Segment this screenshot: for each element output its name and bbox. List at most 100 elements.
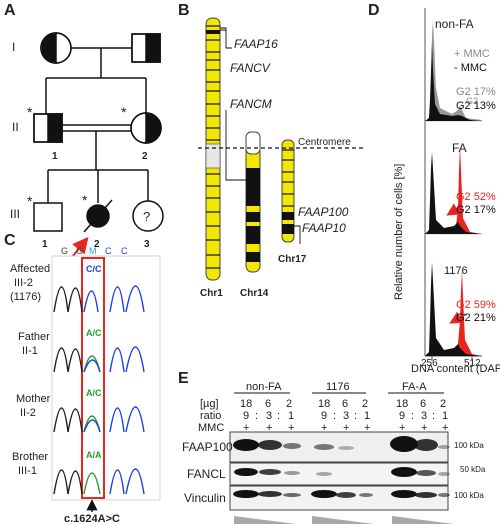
legend-minus-mmc: - MMC [454, 62, 487, 74]
ug-faa-2: 6 [420, 398, 426, 410]
individual-number-iii3: 3 [144, 239, 150, 250]
mmc-faa-2: + [421, 422, 427, 434]
panel-letter-d: D [368, 2, 380, 19]
seq-base-m: M [89, 246, 97, 256]
ratio-faa-3: 1 [442, 410, 448, 422]
call-father: A/C [86, 328, 102, 338]
mmc-1176-1: + [321, 422, 327, 434]
generation-label-iii: III [10, 207, 20, 221]
ug-nonfa-2: 6 [265, 398, 271, 410]
row-label-father-line1: Father [18, 331, 50, 343]
ratio-1176-2: 3 [343, 410, 349, 422]
gene-faap10: FAAP10 [302, 221, 346, 235]
plot-title-nonfa: non-FA [435, 17, 474, 31]
western-blot [229, 392, 454, 524]
fa-minus-mmc-hist [425, 152, 482, 234]
ug-1176-1: 18 [318, 398, 330, 410]
g1176-minus-mmc-hist [425, 262, 482, 356]
panel-letter-c: C [4, 232, 16, 249]
plot-title-1176: 1176 [444, 265, 468, 277]
ratio-nonfa-1: 9 [243, 410, 249, 422]
chromosome-labels: FAAP16 FANCV FANCM FAAP100 FAAP10 Centro… [200, 37, 351, 299]
pedigree-female-iii3 [132, 200, 164, 232]
trace-row-1 [53, 285, 145, 313]
pedigree-male-ii1 [33, 113, 63, 143]
row-label-mother-line2: II-2 [20, 407, 36, 419]
marker-vinculin: 100 kDa [454, 491, 484, 500]
chr14-label: Chr14 [240, 288, 269, 299]
gene-fancv: FANCV [230, 61, 271, 75]
row-label-ratio: ratio [200, 410, 221, 422]
load-wedge-1176 [312, 516, 374, 524]
legend-plus-mmc: + MMC [454, 48, 490, 60]
fa-g2-minus: G2 17% [456, 204, 496, 216]
panel-letter-a: A [4, 2, 16, 19]
load-wedge-nonfa [234, 516, 296, 524]
ratio-sep-faa-2: : [432, 410, 435, 422]
chr1-label: Chr1 [200, 288, 223, 299]
g2-peak-tag: G2 [466, 96, 478, 106]
star-ii2: * [121, 104, 127, 120]
row-label-affected-line1: Affected [10, 263, 50, 275]
ratio-sep-1176-2: : [354, 410, 357, 422]
generation-label-i: I [12, 40, 15, 54]
star-iii2: * [82, 192, 88, 208]
pedigree: I II III [10, 32, 164, 263]
g1176-g2-arrow [449, 311, 467, 324]
x-tick-256: 256 [421, 358, 438, 369]
ratio-nonfa-3: 1 [288, 410, 294, 422]
nonfa-g2-minus: G2 13% [456, 100, 496, 112]
call-brother: A/A [86, 450, 102, 460]
group-label-1176: 1176 [326, 381, 350, 393]
marker-faap100: 100 kDa [454, 441, 484, 450]
mutation-box [81, 257, 105, 499]
gene-faap16: FAAP16 [234, 37, 278, 51]
star-ii1: * [27, 104, 33, 120]
mmc-faa-3: + [442, 422, 448, 434]
ratio-1176-1: 9 [321, 410, 327, 422]
ratio-faa-2: 3 [421, 410, 427, 422]
x-axis-label: DNA content (DAPI) [411, 363, 500, 375]
call-mother: A/C [86, 388, 102, 398]
sanger-chromatograms [51, 255, 161, 512]
blot-fancl [229, 462, 449, 486]
ug-nonfa-1: 18 [240, 398, 252, 410]
row-label-affected-line3: (1176) [10, 291, 41, 303]
seq-base-c2: C [121, 246, 128, 256]
generation-label-ii: II [12, 120, 19, 134]
seq-base-c1: C [105, 246, 112, 256]
ug-1176-2: 6 [342, 398, 348, 410]
row-label-father-line2: II-1 [22, 345, 38, 357]
pedigree-female-i1 [40, 32, 72, 64]
y-axis-label: Relative number of cells [%] [393, 164, 405, 300]
pedigree-male-i2 [131, 33, 161, 63]
nonfa-g2-plus: G2 17% [456, 86, 496, 98]
mutation-label: c.1624A>C [64, 513, 120, 525]
panel-letter-b: B [178, 2, 190, 19]
cell-cycle-histograms [424, 8, 482, 361]
sanger-labels: G G M C C Affected III-2 (1176) C/C Fath… [10, 246, 128, 525]
ug-nonfa-3: 2 [286, 398, 292, 410]
mmc-nonfa-3: + [288, 422, 294, 434]
chr17-label: Chr17 [278, 254, 307, 265]
mmc-nonfa-1: + [243, 422, 249, 434]
call-affected: C/C [86, 264, 102, 274]
mmc-faa-1: + [399, 422, 405, 434]
row-label-brother-line2: III-1 [18, 465, 37, 477]
row-label-affected-line2: III-2 [14, 277, 33, 289]
individual-number-ii1: 1 [52, 151, 58, 162]
seq-base-g1: G [61, 246, 68, 256]
trace-row-2 [53, 346, 145, 373]
ug-faa-3: 2 [440, 398, 446, 410]
trace-row-4 [53, 468, 145, 495]
x-tick-512: 512 [464, 358, 481, 369]
row-label-mother-line1: Mother [16, 393, 51, 405]
ug-1176-3: 2 [362, 398, 368, 410]
row-label-brother-line1: Brother [12, 451, 48, 463]
ratio-nonfa-2: 3 [266, 410, 272, 422]
chr1-bands [206, 25, 220, 269]
histogram-labels: Relative number of cells [%] DNA content… [393, 17, 500, 375]
pedigree-female-ii2 [130, 112, 162, 144]
ratio-sep-faa-1: : [411, 410, 414, 422]
